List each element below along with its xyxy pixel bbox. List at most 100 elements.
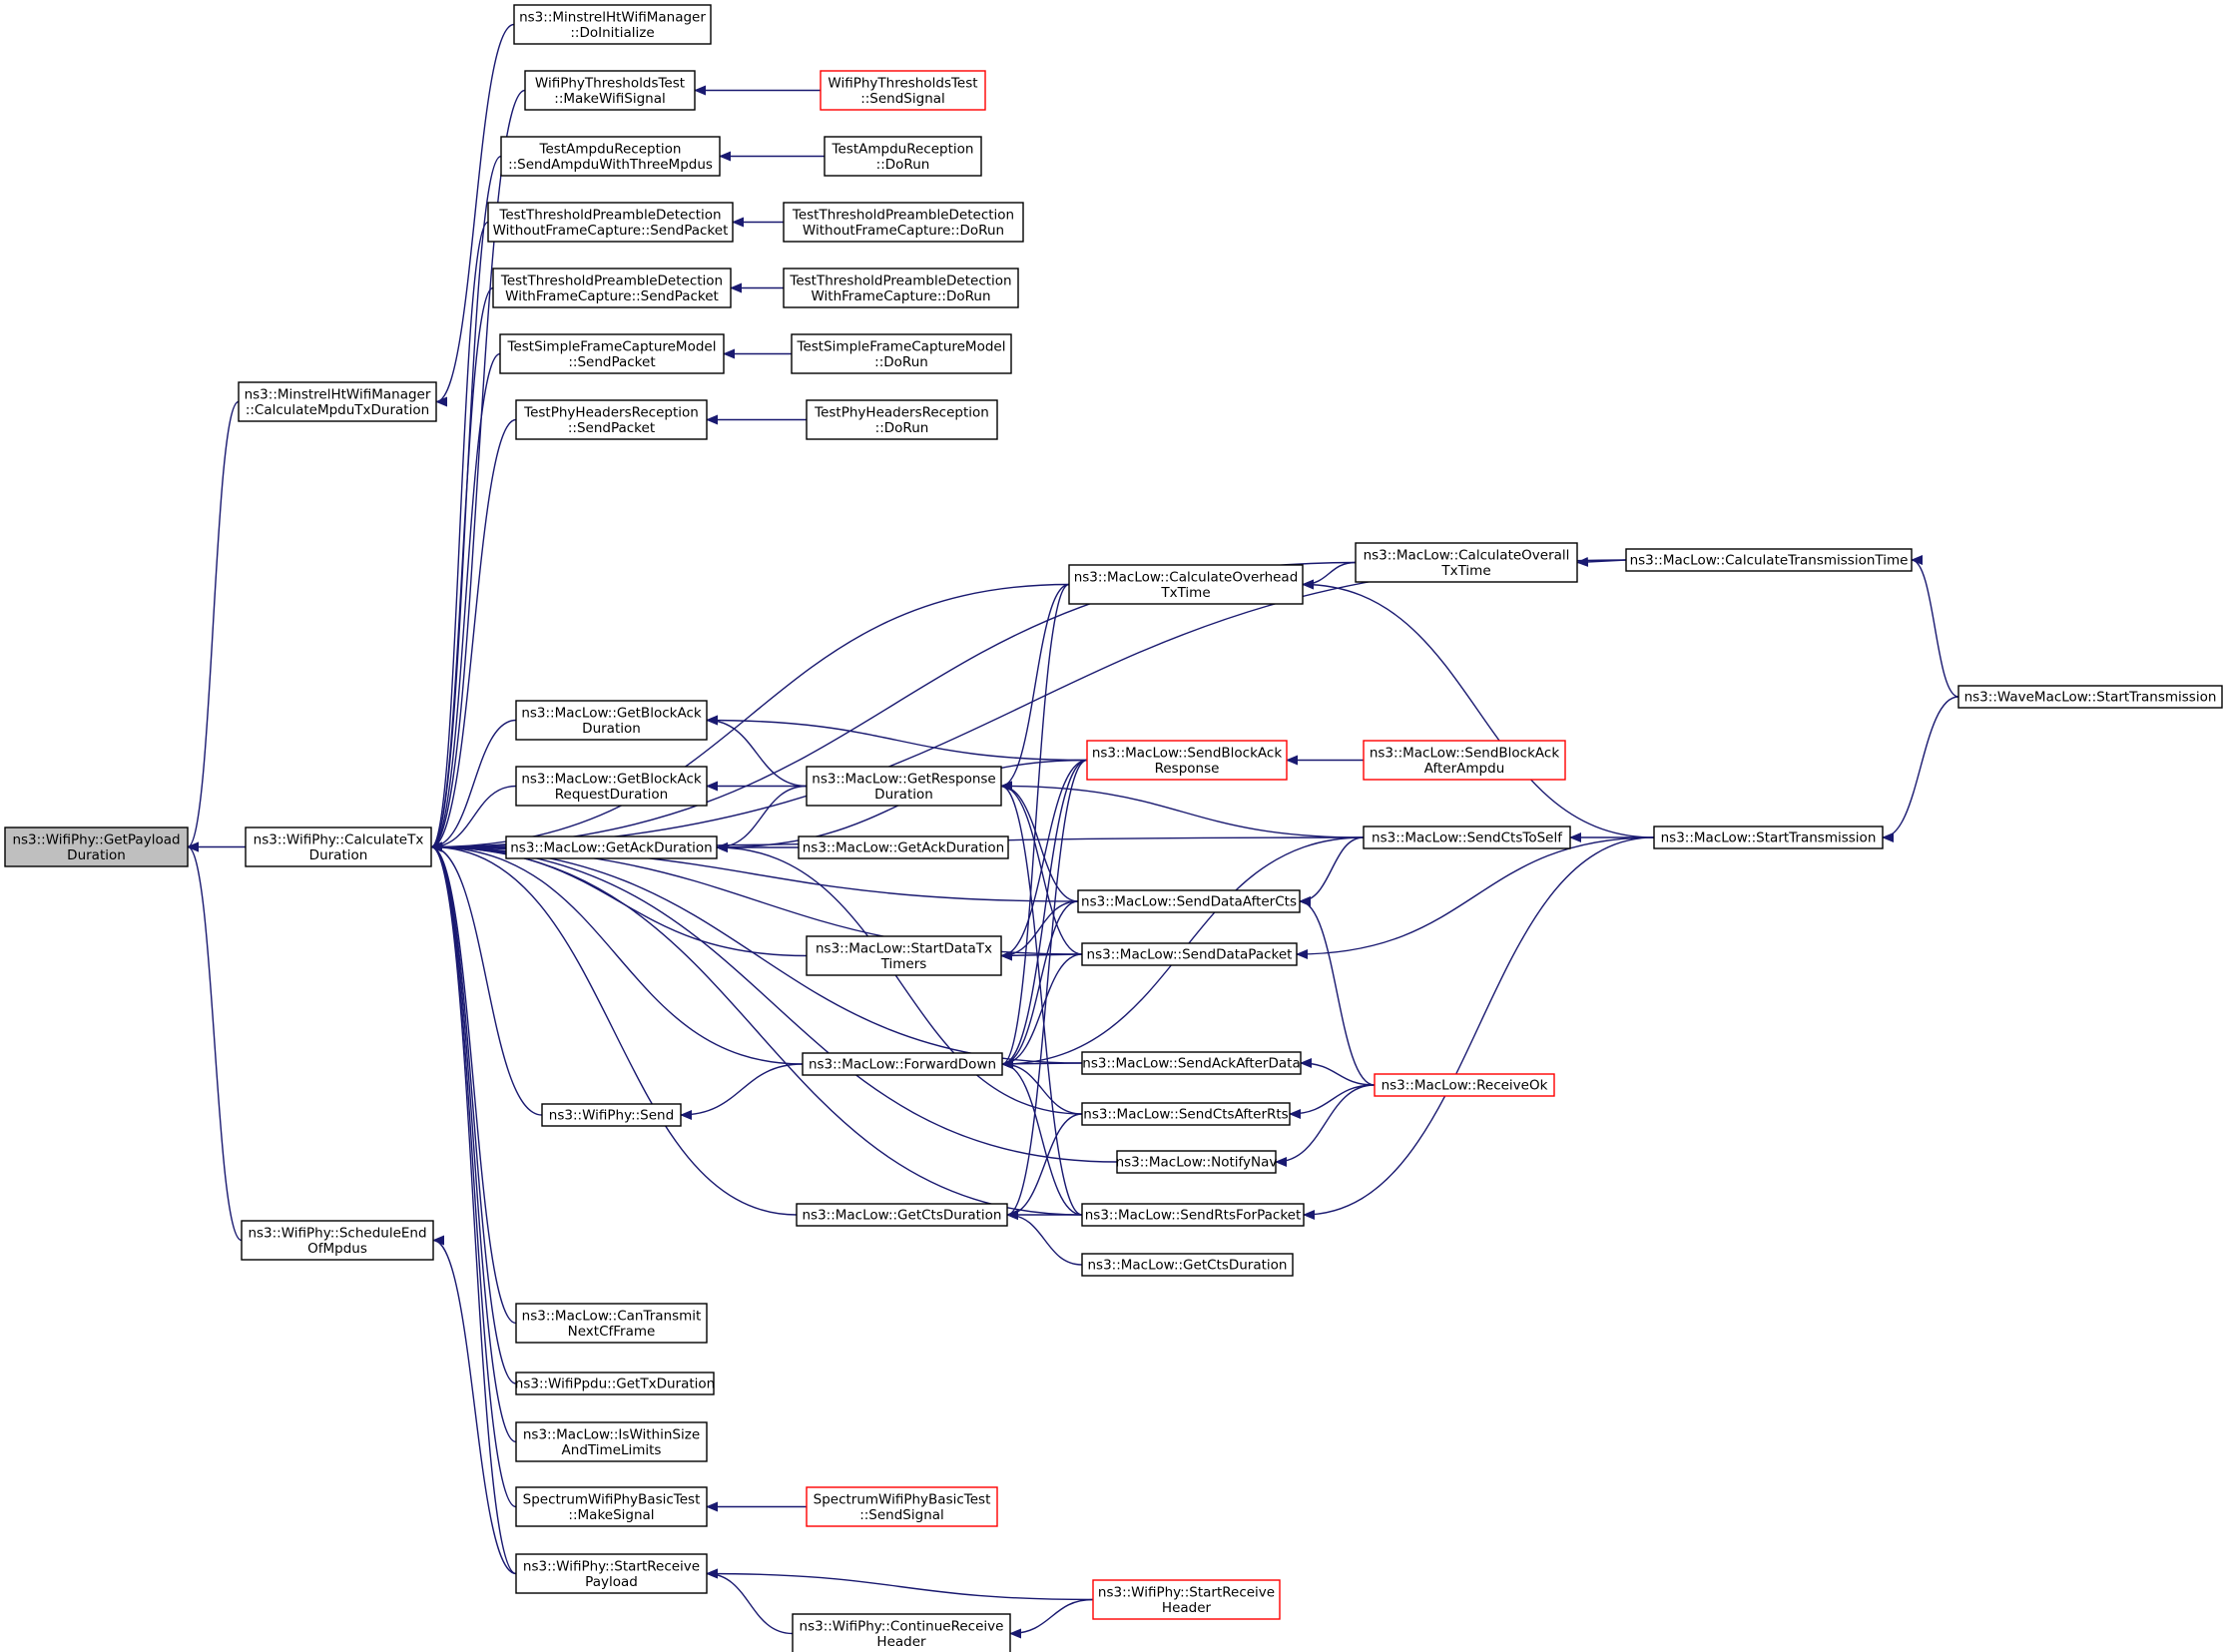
graph-node[interactable]: TestAmpduReception::DoRun bbox=[824, 136, 982, 177]
graph-node[interactable]: ns3::MacLow::GetAckDuration bbox=[505, 835, 718, 859]
graph-node[interactable]: TestThresholdPreambleDetectionWithoutFra… bbox=[487, 202, 734, 243]
node-label: WithoutFrameCapture::DoRun bbox=[803, 223, 1004, 239]
edge-n39-n46 bbox=[1275, 1084, 1376, 1167]
edge-n2-n17 bbox=[430, 841, 517, 1443]
graph-node[interactable]: TestSimpleFrameCaptureModel::DoRun bbox=[791, 333, 1012, 374]
graph-node[interactable]: ns3::WaveMacLow::StartTransmission bbox=[1957, 685, 2223, 709]
graph-node[interactable]: ns3::MacLow::ReceiveOk bbox=[1374, 1073, 1555, 1097]
graph-node[interactable]: ns3::MacLow::SendCtsAfterRts bbox=[1081, 1102, 1291, 1126]
graph-node[interactable]: ns3::MacLow::SendAckAfterData bbox=[1081, 1051, 1302, 1075]
graph-node[interactable]: TestAmpduReception::SendAmpduWithThreeMp… bbox=[500, 136, 721, 177]
graph-node[interactable]: ns3::WifiPpdu::GetTxDuration bbox=[515, 1372, 715, 1395]
graph-node[interactable]: SpectrumWifiPhyBasicTest::MakeSignal bbox=[515, 1486, 708, 1527]
graph-node[interactable]: ns3::MacLow::NotifyNav bbox=[1116, 1150, 1278, 1174]
node-box bbox=[1363, 826, 1571, 849]
graph-node[interactable]: ns3::MacLow::SendDataAfterCts bbox=[1077, 889, 1301, 913]
node-label: ::CalculateMpduTxDuration bbox=[246, 402, 429, 418]
node-label: ::MakeSignal bbox=[568, 1507, 654, 1523]
node-box bbox=[1363, 740, 1566, 781]
graph-node[interactable]: TestSimpleFrameCaptureModel::SendPacket bbox=[499, 333, 725, 374]
node-label: ns3::MacLow::NotifyNav bbox=[1116, 1155, 1278, 1171]
graph-node[interactable]: TestThresholdPreambleDetectionWithFrameC… bbox=[492, 268, 732, 308]
node-label: SpectrumWifiPhyBasicTest bbox=[814, 1491, 991, 1507]
node-label: Response bbox=[1155, 761, 1220, 777]
node-label: ns3::MacLow::SendCtsAfterRts bbox=[1083, 1107, 1288, 1123]
node-label: ::SendPacket bbox=[568, 354, 655, 370]
graph-node[interactable]: ns3::MacLow::SendRtsForPacket bbox=[1081, 1203, 1305, 1227]
graph-node[interactable]: SpectrumWifiPhyBasicTest::SendSignal bbox=[806, 1486, 998, 1527]
edge-n2-n40 bbox=[430, 841, 1083, 1216]
node-label: TestSimpleFrameCaptureModel bbox=[507, 338, 717, 354]
graph-node[interactable]: ns3::MacLow::GetCtsDuration bbox=[796, 1203, 1008, 1227]
node-label: TestPhyHeadersReception bbox=[523, 404, 699, 420]
node-label: TestThresholdPreambleDetection bbox=[792, 207, 1014, 223]
graph-node[interactable]: ns3::MacLow::SendDataPacket bbox=[1081, 942, 1298, 966]
edge-n2-n19 bbox=[430, 841, 517, 1575]
graph-node[interactable]: ns3::MacLow::ForwardDown bbox=[802, 1052, 1003, 1076]
graph-node[interactable]: WifiPhyThresholdsTest::MakeWifiSignal bbox=[524, 70, 696, 111]
edge-n37-n46 bbox=[1300, 1058, 1376, 1086]
edge-n2-n12 bbox=[430, 785, 517, 852]
edge-n29-n33 bbox=[1001, 583, 1070, 1069]
node-box bbox=[541, 1103, 682, 1127]
edge-n2-n15 bbox=[430, 841, 517, 1325]
graph-node[interactable]: ns3::MacLow::GetCtsDuration bbox=[1081, 1253, 1294, 1277]
graph-node[interactable]: ns3::MinstrelHtWifiManager::DoInitialize bbox=[513, 4, 712, 45]
edge-n29-n34 bbox=[1001, 759, 1088, 1069]
node-label: ns3::WaveMacLow::StartTransmission bbox=[1964, 690, 2217, 706]
node-label: Duration bbox=[582, 721, 641, 737]
node-box bbox=[824, 136, 982, 177]
edge-n2-n10 bbox=[430, 418, 517, 852]
node-box bbox=[796, 1203, 1008, 1227]
node-box bbox=[1625, 548, 1913, 572]
graph-node[interactable]: TestThresholdPreambleDetectionWithoutFra… bbox=[783, 202, 1024, 243]
node-label: ::SendSignal bbox=[860, 91, 945, 107]
edge-n0-n1 bbox=[187, 400, 240, 852]
graph-node[interactable]: ns3::MacLow::CalculateTransmissionTime bbox=[1625, 548, 1913, 572]
graph-node[interactable]: ns3::MacLow::GetAckDuration bbox=[798, 835, 1009, 859]
node-label: ns3::WifiPhy::StartReceive bbox=[523, 1558, 700, 1574]
node-label: ns3::MacLow::StartDataTx bbox=[816, 940, 992, 956]
node-label: ns3::MacLow::GetResponse bbox=[812, 771, 995, 787]
graph-node[interactable]: ns3::MacLow::SendCtsToSelf bbox=[1363, 826, 1571, 849]
graph-node[interactable]: WifiPhyThresholdsTest::SendSignal bbox=[820, 70, 986, 111]
node-label: SpectrumWifiPhyBasicTest bbox=[523, 1491, 701, 1507]
node-box bbox=[515, 1303, 708, 1344]
graph-node[interactable]: ns3::MacLow::StartTransmission bbox=[1653, 826, 1884, 849]
graph-node[interactable]: ns3::WifiPhy::Send bbox=[541, 1103, 682, 1127]
node-box bbox=[792, 1613, 1011, 1652]
edge-n19-n32 bbox=[706, 1568, 794, 1635]
node-label: WifiPhyThresholdsTest bbox=[535, 75, 685, 91]
node-label: ns3::MacLow::CanTransmit bbox=[522, 1308, 702, 1324]
node-label: ns3::WifiPhy::ScheduleEnd bbox=[248, 1225, 426, 1241]
graph-node[interactable]: TestPhyHeadersReception::SendPacket bbox=[515, 399, 708, 440]
edge-n2-n29 bbox=[430, 841, 804, 1065]
node-label: ::DoInitialize bbox=[570, 25, 654, 41]
node-box bbox=[515, 1421, 708, 1462]
edge-n48-n49 bbox=[1882, 696, 1959, 842]
edge-n2-n5 bbox=[430, 89, 526, 852]
graph-node[interactable]: ns3::MinstrelHtWifiManager::CalculateMpd… bbox=[238, 381, 437, 422]
edge-n2-n14 bbox=[430, 841, 543, 1116]
graph-node[interactable]: TestThresholdPreambleDetectionWithFrameC… bbox=[783, 268, 1019, 308]
graph-node[interactable]: TestPhyHeadersReception::DoRun bbox=[806, 399, 998, 440]
edge-n29-n36 bbox=[1001, 953, 1083, 1069]
node-label: ns3::MacLow::CalculateOverall bbox=[1364, 547, 1570, 563]
node-box bbox=[1116, 1150, 1277, 1174]
